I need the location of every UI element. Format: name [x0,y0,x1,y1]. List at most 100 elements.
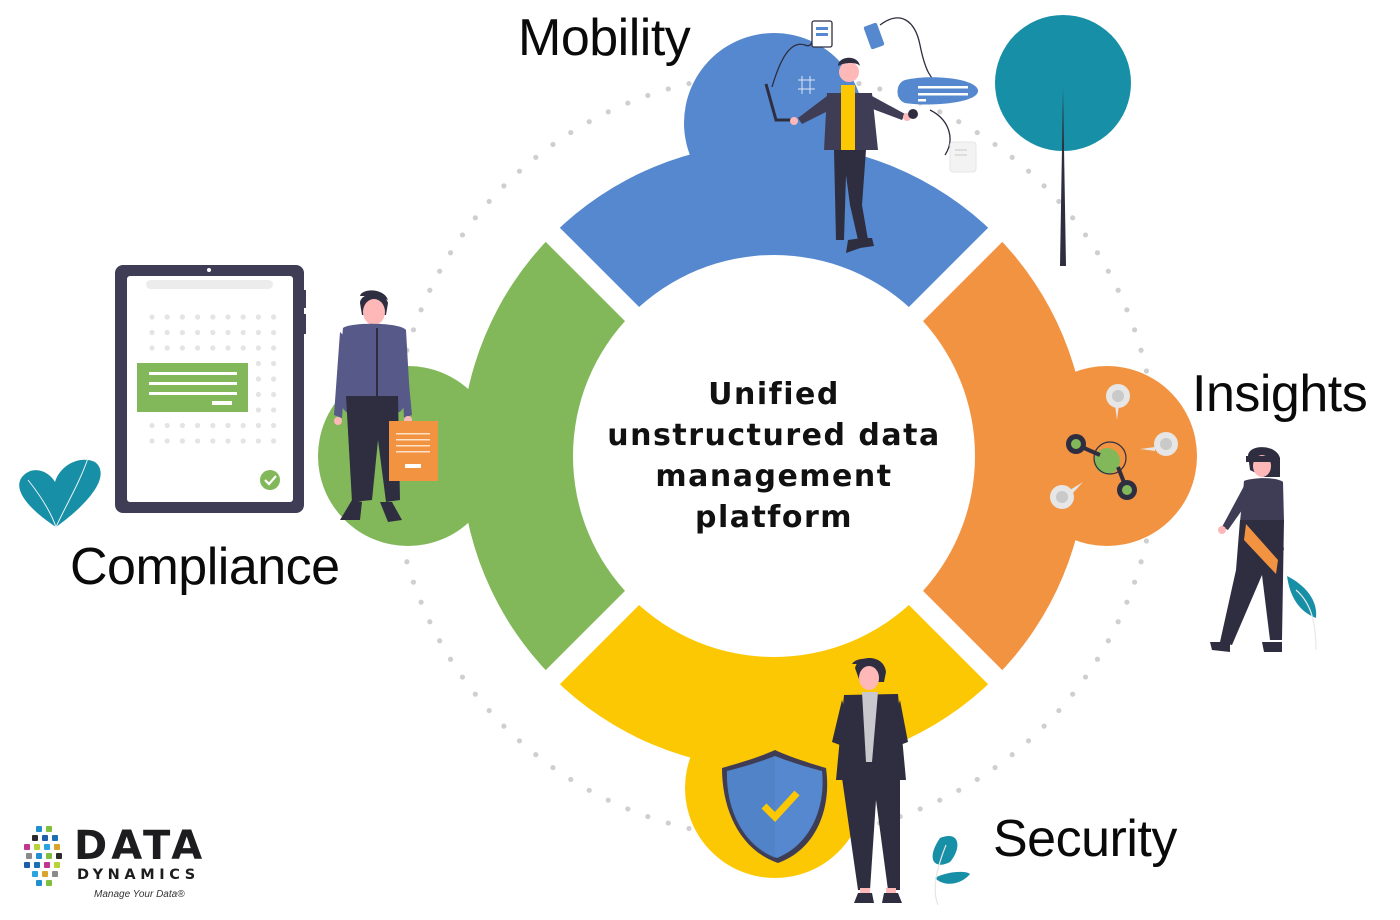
logo-pixel [26,853,32,859]
orbit-dot [605,109,611,115]
chat-bubble-icon [897,77,979,105]
tablet-dot [179,329,185,336]
tablet-dot [271,314,277,320]
tablet-dot [179,314,185,320]
tablet-dot [240,329,246,336]
orbit-dot [917,806,923,812]
orbit-dot [1115,287,1121,293]
orbit-dot [1124,599,1130,605]
tablet-dot [149,422,155,429]
orbit-dot [447,250,454,256]
orbit-dot [486,707,492,714]
orbit-dot [427,287,433,293]
orbit-dot [1025,738,1032,744]
tablet-dot [225,438,231,444]
tablet-dot [164,314,170,320]
orbit-dot [1009,752,1015,758]
tablet-dot-grid [149,314,277,444]
logo-pixel [54,862,60,868]
orbit-dot [956,119,962,125]
orbit-dot [974,776,980,783]
tablet-dot [255,391,261,398]
orbit-dot [516,168,523,174]
orbit-dot [437,268,443,274]
center-hub [573,255,975,657]
tablet-dot [271,438,277,444]
tablet-dot [195,422,201,429]
segment-divider [897,224,1006,333]
orbit-dot [437,638,443,644]
tablet-dot [255,360,261,367]
orbit-dot [404,559,410,565]
tablet-dot [271,391,277,398]
orbit-dot [665,820,671,826]
tablet-dot [225,345,231,351]
tablet-dot [210,314,216,320]
segment-divider [542,224,651,333]
tree-trunk [1060,88,1066,266]
tablet-dot [210,329,216,336]
insights-illustration [1050,384,1317,652]
tablet-dot [210,438,216,444]
orbit-dot [992,141,998,148]
orbit-dot [625,100,631,106]
heart-leaf-icon [19,459,101,527]
orbit-dot [645,813,651,820]
tablet-dot [164,438,170,444]
segment-dividers [542,224,1006,688]
logo-pixel [46,826,52,832]
orbit-dot [1138,559,1144,565]
orbit-dot [1124,307,1130,313]
logo-pixel [32,835,38,841]
orbit-dot [501,723,507,729]
tablet-dot [271,345,277,351]
laptop-icon [764,83,797,122]
tablet-dot [225,314,231,320]
orbit-dot [1041,183,1047,189]
tablet-dot [271,422,277,429]
orbit-dot [586,119,592,125]
center-title-line: unstructured data [607,418,941,453]
orbit-dot [501,183,507,189]
tablet-dot [255,422,261,429]
logo-pixel [46,880,52,886]
inbox-icon [949,141,977,173]
data-dynamics-logo: DATA DYNAMICS Manage Your Data® [20,822,230,908]
orbit-dot [410,327,417,333]
mobility-illustration [764,17,979,253]
orbit-dot [1009,154,1015,160]
logo-pixel [32,871,38,877]
logo-pixel [36,826,42,832]
security-illustration [722,657,970,906]
logo-pixel [44,844,50,850]
logo-wordmark-data: DATA [74,823,207,869]
orbit-dot [956,787,962,793]
orbit-dot [550,764,556,771]
tablet-dot [271,376,277,382]
insights-label: Insights [1192,365,1368,423]
orbit-dot [877,86,883,92]
logo-wordmark-dynamics: DYNAMICS [77,867,200,883]
orbit-dot [1138,347,1144,353]
orbit-dot [1143,368,1150,374]
logo-pixel [52,835,58,841]
orbit-dot [459,674,466,680]
tree-canopy [995,15,1131,151]
orbit-dot [1115,619,1121,625]
security-label: Security [993,810,1177,868]
logo-tagline: Manage Your Data® [94,889,185,900]
orbit-dot [1056,198,1062,205]
tablet-dot [195,314,201,320]
tablet-dot [255,376,261,382]
tablet-dot [195,345,201,351]
check-badge-icon [908,109,918,119]
compliance-illustration [19,265,438,529]
tablet-dot [210,345,216,351]
tablet-dot [255,407,261,413]
orbit-dot [1094,656,1101,662]
tablet-dot [149,345,155,351]
logo-pixel [56,853,62,859]
tablet-dot [271,407,277,413]
tablet-dot [240,345,246,351]
logo-pixel [24,844,30,850]
